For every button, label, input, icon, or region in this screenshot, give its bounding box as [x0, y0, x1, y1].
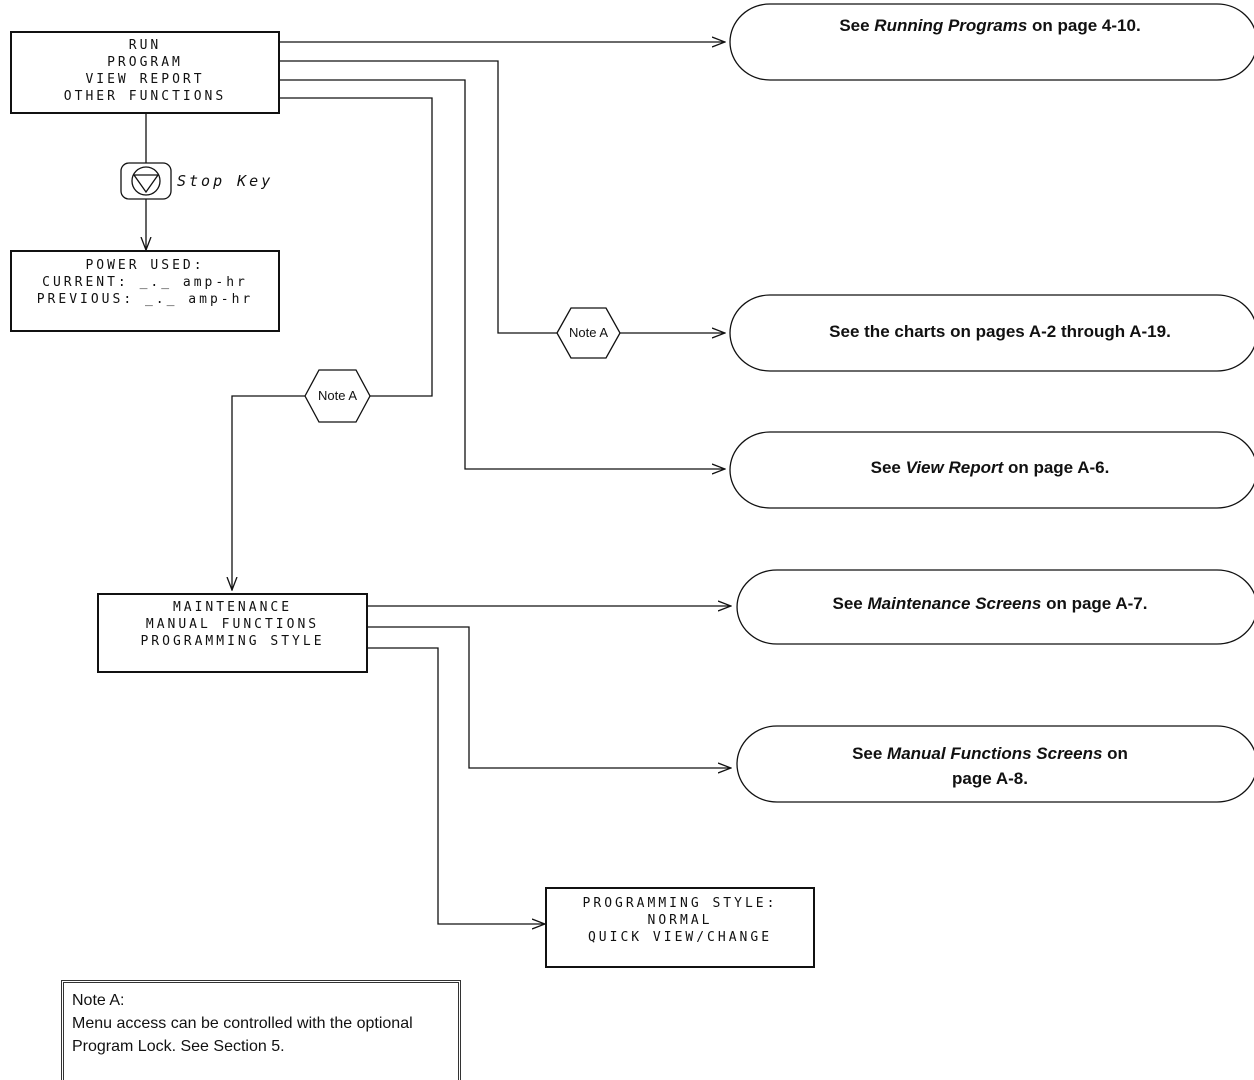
note-a-text-line2: Program Lock. See Section 5.: [72, 1038, 285, 1055]
ref-manual-functions[interactable]: See Manual Functions Screens on page A-8…: [852, 744, 1128, 788]
programming-style-quick[interactable]: QUICK VIEW/CHANGE: [587, 930, 773, 945]
menu-item-view-report[interactable]: VIEW REPORT: [85, 72, 205, 87]
ref-charts[interactable]: See the charts on pages A-2 through A-19…: [829, 322, 1171, 341]
connector-view-report: [280, 79, 725, 469]
note-a-label-lower: Note A: [317, 388, 358, 403]
pill-running-programs-shape: [729, 3, 1254, 81]
note-a-text-line1: Menu access can be controlled with the o…: [72, 1015, 413, 1032]
pill-charts-shape: [729, 294, 1254, 372]
menu-item-run[interactable]: RUN: [128, 38, 162, 53]
main-menu-box: RUN PROGRAM VIEW REPORT OTHER FUNCTIONS: [10, 31, 280, 114]
power-used-previous: PREVIOUS: _._ amp-hr: [36, 292, 254, 307]
power-used-title: POWER USED:: [85, 258, 205, 273]
note-a-box: Note A: Menu access can be controlled wi…: [61, 980, 461, 1080]
programming-style-normal[interactable]: NORMAL: [647, 913, 713, 928]
pill-view-report-shape: [729, 431, 1254, 509]
note-a-title: Note A:: [72, 992, 125, 1009]
ref-view-report[interactable]: See View Report on page A-6.: [870, 458, 1110, 477]
other-functions-menu-box: MAINTENANCE MANUAL FUNCTIONS PROGRAMMING…: [97, 593, 368, 673]
menu-item-program[interactable]: PROGRAM: [107, 55, 183, 70]
menu-item-maintenance[interactable]: MAINTENANCE: [172, 600, 293, 615]
connector-other-functions: [280, 97, 433, 397]
note-a-hexagon-lower: [304, 369, 371, 423]
connector-program: [280, 60, 557, 334]
pill-maintenance-shape: [736, 569, 1254, 645]
connector-manual-functions: [368, 626, 731, 768]
power-used-current: CURRENT: _._ amp-hr: [42, 275, 248, 290]
menu-item-manual-functions[interactable]: MANUAL FUNCTIONS: [145, 617, 320, 632]
note-a-label-upper: Note A: [568, 325, 609, 340]
stop-key-label: Stop Key: [177, 172, 274, 190]
connector-note-menu: [232, 395, 305, 590]
programming-style-box: PROGRAMMING STYLE: NORMAL QUICK VIEW/CHA…: [545, 887, 815, 968]
menu-item-other-functions[interactable]: OTHER FUNCTIONS: [63, 89, 227, 104]
pill-manual-functions-shape: [736, 725, 1254, 803]
ref-running-programs[interactable]: See Running Programs on page 4-10.: [839, 16, 1141, 35]
menu-item-programming-style[interactable]: PROGRAMMING STYLE: [140, 634, 325, 649]
connector-programming-style: [368, 647, 545, 924]
note-a-hexagon-upper: [556, 307, 621, 359]
power-used-box: POWER USED: CURRENT: _._ amp-hr PREVIOUS…: [10, 250, 280, 332]
stop-key-icon: [120, 162, 172, 200]
programming-style-title: PROGRAMMING STYLE:: [582, 896, 778, 911]
ref-maintenance-screens[interactable]: See Maintenance Screens on page A-7.: [832, 594, 1148, 613]
